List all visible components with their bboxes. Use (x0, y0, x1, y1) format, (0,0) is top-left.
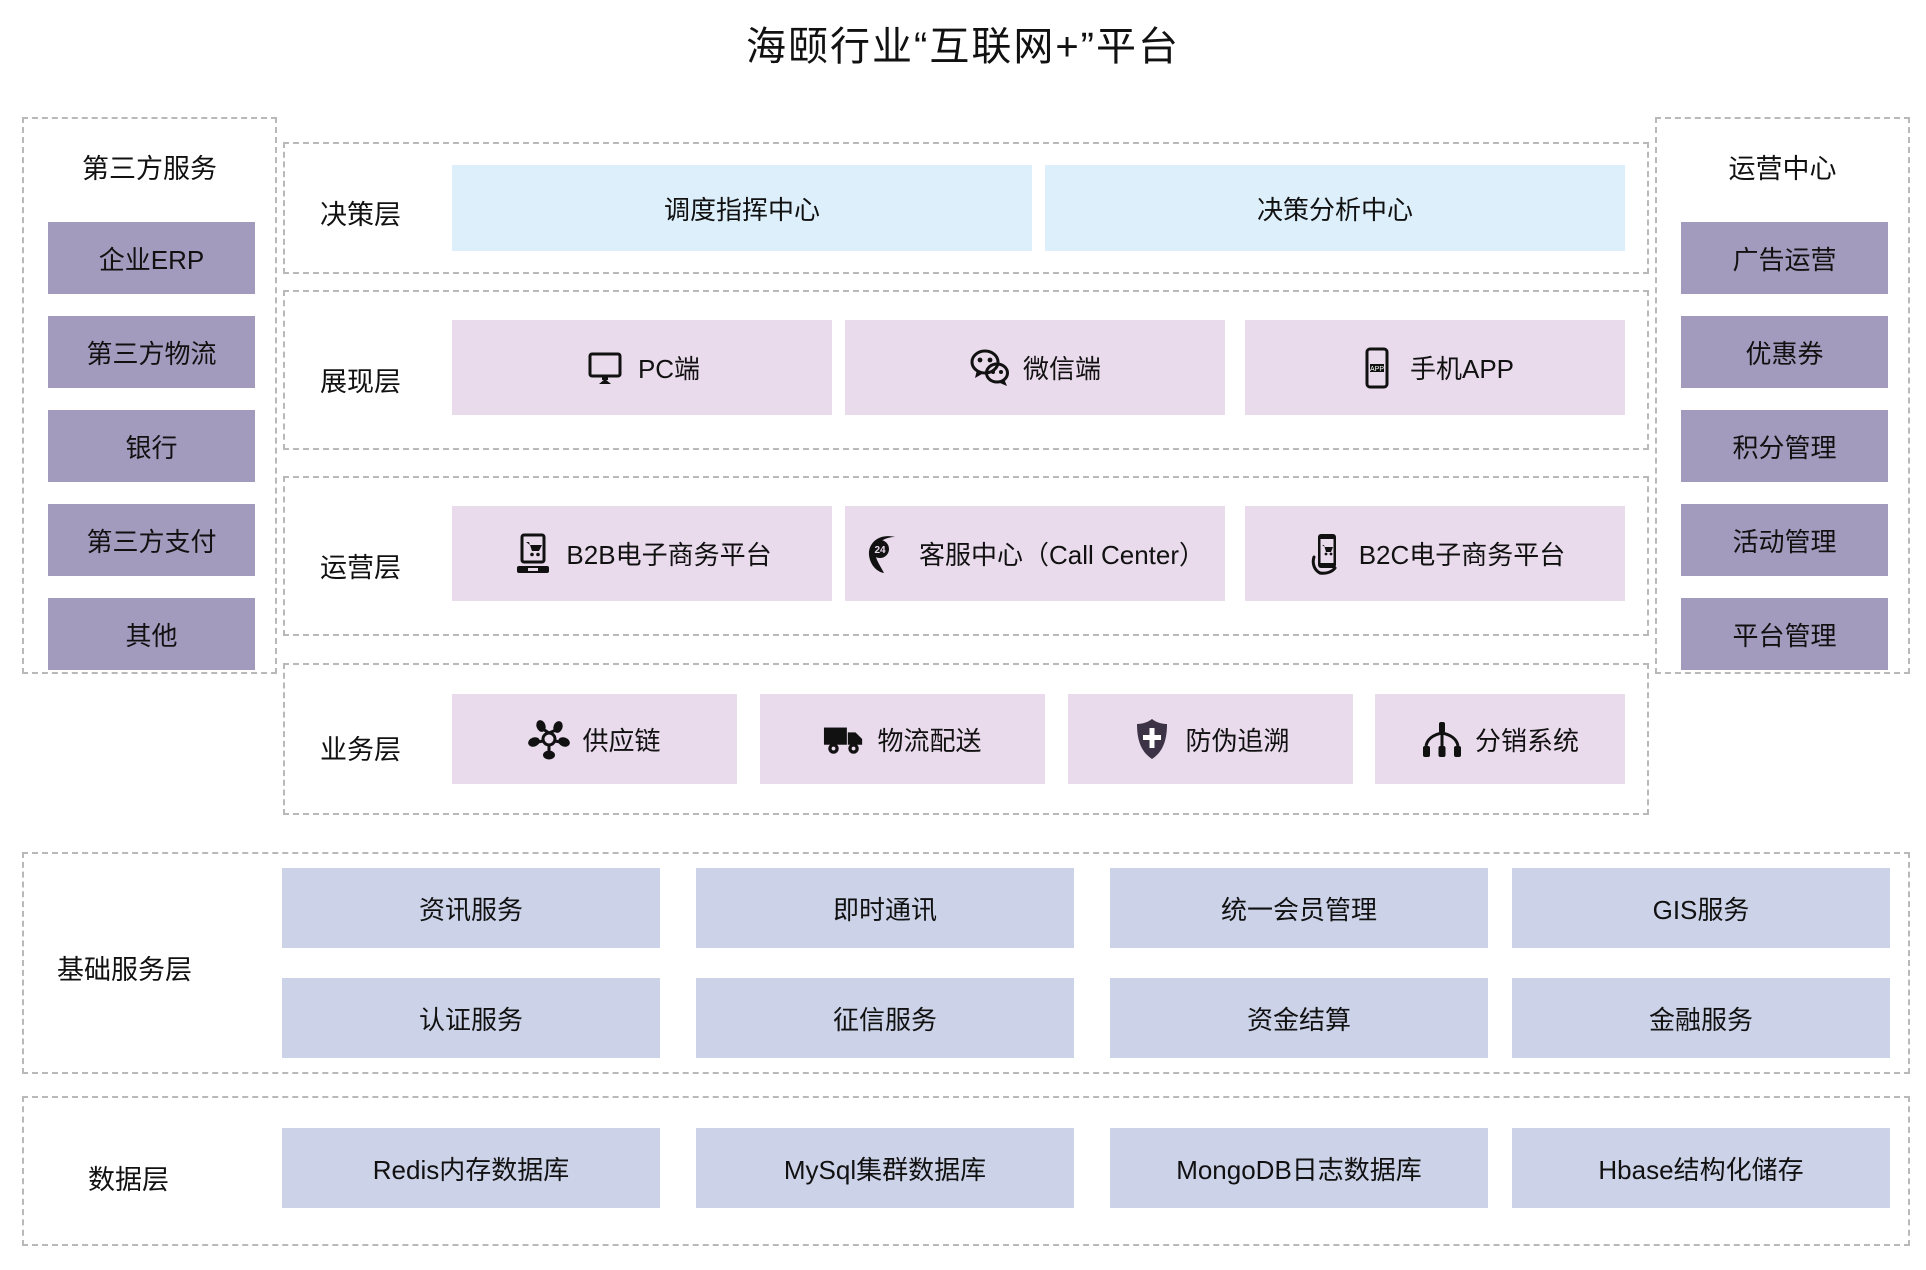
svg-text:24: 24 (874, 545, 886, 556)
base-service-cell-credit[interactable]: 征信服务 (696, 978, 1074, 1058)
data-layer-cell-label: MySql集群数据库 (783, 1154, 987, 1185)
data-layer-cell-redis[interactable]: Redis内存数据库 (282, 1128, 660, 1208)
data-layer-cell-hbase[interactable]: Hbase结构化储存 (1512, 1128, 1890, 1208)
base-service-cell-auth[interactable]: 认证服务 (282, 978, 660, 1058)
operation-center-item-label: 优惠券 (1745, 338, 1824, 369)
third-party-item-label: 第三方支付 (86, 526, 217, 557)
third-party-item-label: 企业ERP (98, 244, 205, 275)
presentation-layer-cell-app[interactable]: APP 手机APP (1245, 320, 1625, 415)
business-layer-cell-label: 物流配送 (877, 725, 982, 756)
wechat-icon (969, 347, 1011, 389)
base-service-cell-gis[interactable]: GIS服务 (1512, 868, 1890, 948)
decision-layer-cell-analysis[interactable]: 决策分析中心 (1045, 165, 1625, 251)
operation-layer-label: 运营层 (320, 553, 401, 583)
business-layer-cell-label: 供应链 (582, 725, 661, 756)
data-layer-cell-label: Hbase结构化储存 (1598, 1154, 1804, 1185)
base-service-cell-label: 认证服务 (418, 1004, 523, 1035)
operation-center-item-points[interactable]: 积分管理 (1681, 410, 1888, 482)
business-layer-cell-label: 分销系统 (1474, 725, 1579, 756)
data-layer-cell-mysql[interactable]: MySql集群数据库 (696, 1128, 1074, 1208)
operation-center-item-label: 积分管理 (1732, 432, 1837, 463)
data-layer-cell-label: MongoDB日志数据库 (1176, 1154, 1422, 1185)
operation-center-heading: 运营中心 (1728, 154, 1837, 184)
shield-icon (1131, 718, 1173, 760)
mobile-cart-icon (1305, 533, 1347, 575)
business-layer-label: 业务层 (320, 735, 401, 765)
operation-center-item-campaign[interactable]: 活动管理 (1681, 504, 1888, 576)
operation-layer-cell-b2b[interactable]: B2B电子商务平台 (452, 506, 832, 601)
base-service-cell-news[interactable]: 资讯服务 (282, 868, 660, 948)
operation-center-item-label: 活动管理 (1732, 526, 1837, 557)
data-layer-cell-mongodb[interactable]: MongoDB日志数据库 (1110, 1128, 1488, 1208)
presentation-layer-cell-wechat[interactable]: 微信端 (845, 320, 1225, 415)
business-layer-cell-logistics[interactable]: 物流配送 (760, 694, 1045, 784)
base-service-cell-label: 统一会员管理 (1220, 894, 1377, 925)
distribution-tree-icon (1421, 718, 1463, 760)
third-party-item-label: 第三方物流 (86, 338, 217, 369)
presentation-layer-cell-label: 微信端 (1022, 354, 1101, 384)
base-service-cell-im[interactable]: 即时通讯 (696, 868, 1074, 948)
operation-layer-cell-b2c[interactable]: B2C电子商务平台 (1245, 506, 1625, 601)
third-party-service-panel: 第三方服务 企业ERP 第三方物流 银行 第三方支付 其他 (22, 117, 277, 674)
presentation-layer-label: 展现层 (320, 367, 401, 397)
mobile-app-icon: APP (1356, 347, 1398, 389)
operation-center-item-ad[interactable]: 广告运营 (1681, 222, 1888, 294)
data-layer-cell-label: Redis内存数据库 (372, 1154, 570, 1185)
base-service-cell-settlement[interactable]: 资金结算 (1110, 978, 1488, 1058)
third-party-item-erp[interactable]: 企业ERP (48, 222, 255, 294)
presentation-layer-cell-label: PC端 (637, 354, 701, 384)
base-service-cell-member[interactable]: 统一会员管理 (1110, 868, 1488, 948)
supply-chain-icon (528, 718, 571, 760)
operation-center-item-label: 平台管理 (1732, 620, 1837, 651)
business-layer-cell-distribution[interactable]: 分销系统 (1375, 694, 1625, 784)
decision-layer-cell-dispatch[interactable]: 调度指挥中心 (452, 165, 1032, 251)
operation-center-item-platform[interactable]: 平台管理 (1681, 598, 1888, 670)
operation-layer-cell-callcenter[interactable]: 24 客服中心（Call Center） (845, 506, 1225, 601)
operation-layer-cell-label: B2B电子商务平台 (566, 540, 772, 570)
presentation-layer-cell-pc[interactable]: PC端 (452, 320, 832, 415)
base-service-cell-label: 金融服务 (1648, 1004, 1753, 1035)
decision-layer-label: 决策层 (320, 200, 401, 230)
third-party-item-other[interactable]: 其他 (48, 598, 255, 670)
business-layer-cell-anti-counterfeit[interactable]: 防伪追溯 (1068, 694, 1353, 784)
base-service-layer-label: 基础服务层 (57, 955, 192, 985)
presentation-layer-cell-label: 手机APP (1409, 354, 1515, 384)
operation-center-item-coupon[interactable]: 优惠券 (1681, 316, 1888, 388)
business-layer-cell-supply-chain[interactable]: 供应链 (452, 694, 737, 784)
base-service-cell-label: GIS服务 (1652, 894, 1750, 925)
third-party-item-label: 其他 (125, 620, 178, 651)
third-party-service-heading: 第三方服务 (82, 154, 217, 184)
operation-center-panel: 运营中心 广告运营 优惠券 积分管理 活动管理 平台管理 (1655, 117, 1910, 674)
third-party-item-payment[interactable]: 第三方支付 (48, 504, 255, 576)
third-party-item-label: 银行 (125, 432, 178, 463)
page-title: 海颐行业“互联网+”平台 (746, 25, 1180, 69)
base-service-cell-label: 资金结算 (1246, 1004, 1351, 1035)
truck-icon (823, 718, 865, 760)
monitor-icon (584, 347, 626, 389)
operation-layer-cell-label: 客服中心（Call Center） (918, 540, 1206, 570)
base-service-cell-label: 征信服务 (832, 1004, 937, 1035)
base-service-cell-finance[interactable]: 金融服务 (1512, 978, 1890, 1058)
third-party-item-logistics[interactable]: 第三方物流 (48, 316, 255, 388)
base-service-cell-label: 即时通讯 (832, 894, 937, 925)
decision-layer-cell-label: 决策分析中心 (1256, 194, 1413, 225)
third-party-item-bank[interactable]: 银行 (48, 410, 255, 482)
operation-center-item-label: 广告运营 (1732, 244, 1837, 275)
operation-layer-cell-label: B2C电子商务平台 (1358, 540, 1566, 570)
base-service-cell-label: 资讯服务 (418, 894, 523, 925)
data-layer-label: 数据层 (88, 1165, 169, 1195)
business-layer-cell-label: 防伪追溯 (1185, 725, 1290, 756)
svg-text:APP: APP (1370, 366, 1384, 373)
desktop-cart-icon (512, 533, 554, 575)
phone-24-icon: 24 (865, 533, 907, 575)
decision-layer-cell-label: 调度指挥中心 (663, 194, 820, 225)
